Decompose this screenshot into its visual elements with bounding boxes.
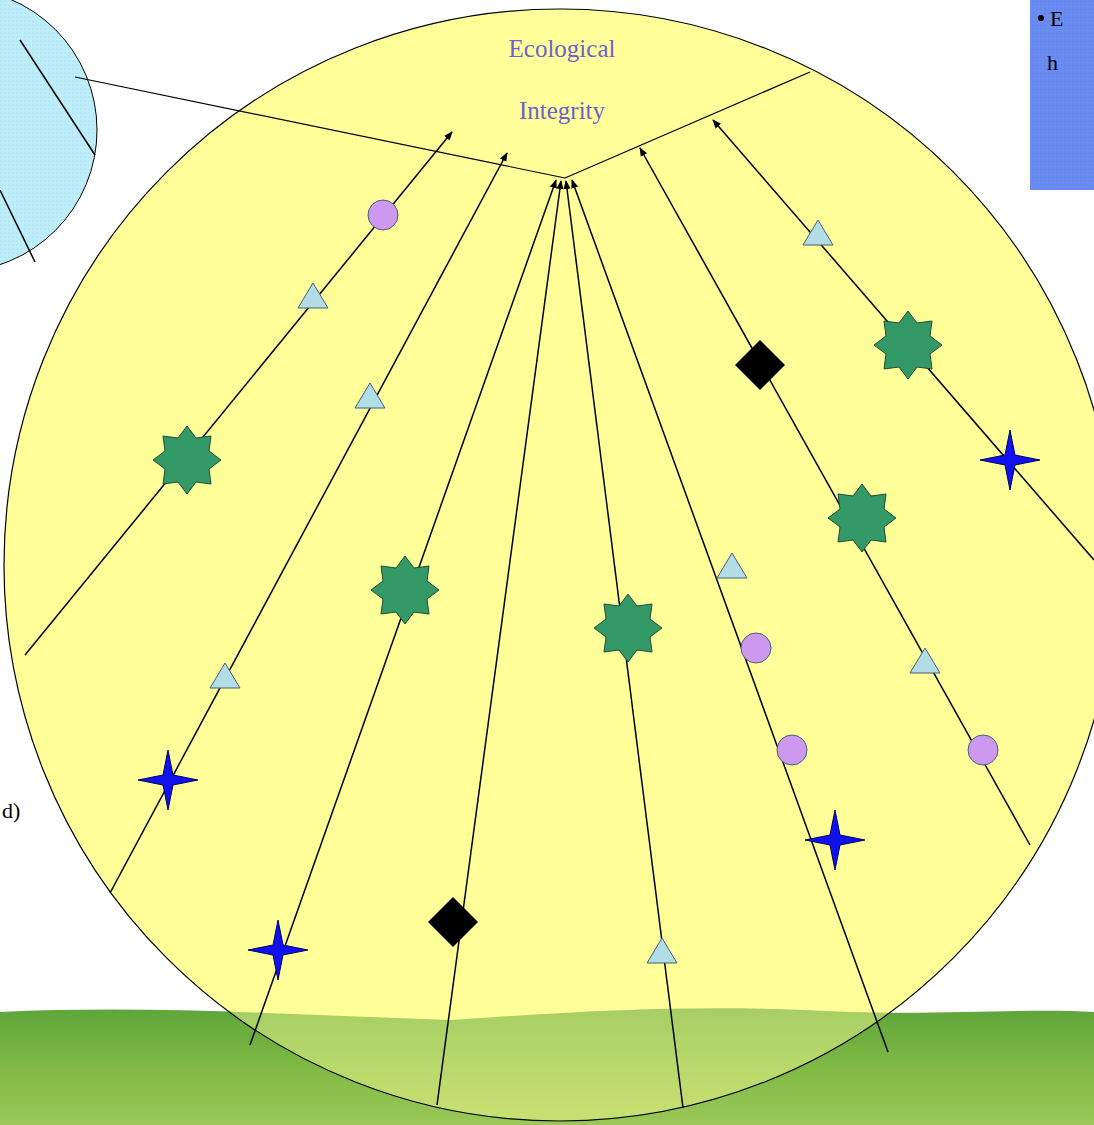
region-title: Ecological Integrity <box>482 18 642 142</box>
text-fragment: h <box>1047 50 1058 76</box>
text-fragment: d) <box>2 798 20 824</box>
text-fragment: E <box>1050 6 1063 32</box>
sector-region: Ecological Integrity <box>482 18 642 142</box>
